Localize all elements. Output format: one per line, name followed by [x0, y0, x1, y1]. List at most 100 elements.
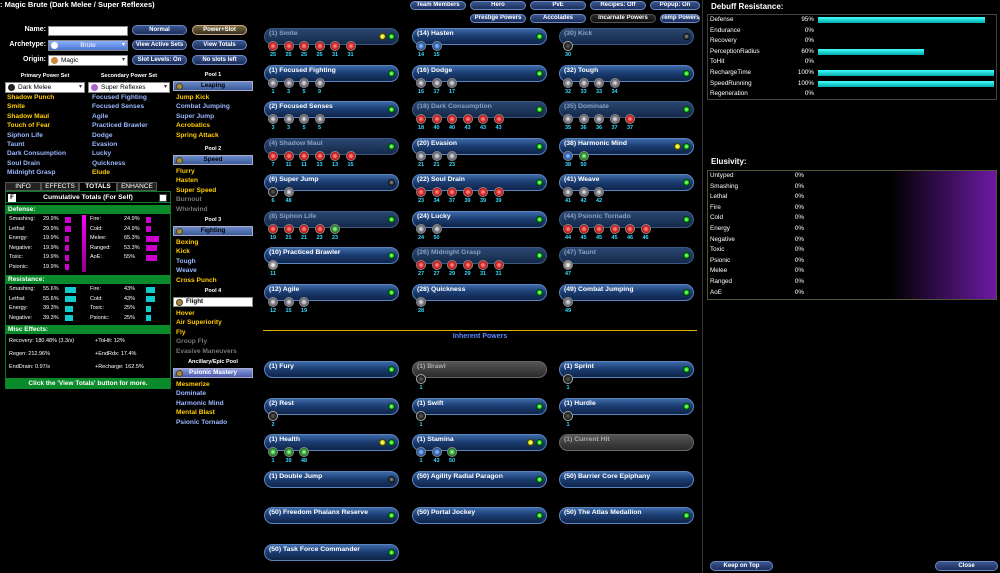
toggle-indicator-icon[interactable] [683, 366, 690, 373]
pool-power-item[interactable]: Air Superiority [176, 319, 222, 327]
pool-power-item[interactable]: Burnout [176, 196, 202, 204]
power-slot[interactable]: (10) Practiced Brawler [264, 247, 399, 264]
enhancement-icon[interactable] [330, 223, 340, 234]
toggle-indicator-icon[interactable] [683, 288, 690, 296]
enhancement-icon[interactable] [578, 187, 589, 197]
enhancement-icon[interactable] [563, 223, 573, 234]
enhancement-icon[interactable] [416, 374, 426, 384]
pool-power-item[interactable]: Hover [176, 310, 195, 317]
toggle-indicator-icon[interactable] [388, 288, 395, 296]
power-list-item[interactable]: Siphon Life [7, 131, 43, 139]
enhancement-icon[interactable] [609, 114, 620, 124]
enhancement-icon[interactable] [283, 114, 294, 124]
pool-power-item[interactable]: Psionic Tornado [176, 418, 228, 426]
enhancement-icon[interactable] [462, 114, 473, 124]
enhancement-icon[interactable] [578, 150, 589, 161]
enhancement-icon[interactable] [299, 114, 309, 124]
enhancement-icon[interactable] [563, 296, 573, 307]
power-slot[interactable]: (1) Stamina [412, 434, 547, 451]
enhancement-icon[interactable] [416, 114, 426, 124]
power-slot[interactable]: (30) Kick [559, 28, 694, 45]
enhancement-icon[interactable] [478, 114, 488, 124]
archetype-select[interactable]: Brute▾ [48, 40, 128, 51]
toggle-indicator-icon[interactable] [683, 179, 690, 186]
keep-on-top-button[interactable]: Keep on Top [710, 561, 773, 571]
enhancement-icon[interactable] [478, 187, 488, 197]
enhancement-icon[interactable] [578, 114, 589, 124]
enhancement-icon[interactable] [299, 150, 309, 161]
toggle-indicator-icon[interactable] [388, 142, 395, 150]
enhancement-icon[interactable] [299, 296, 309, 307]
top-button-0[interactable]: Team Members [410, 1, 466, 10]
power-list-item[interactable]: Touch of Fear [7, 122, 51, 130]
power-slot-button[interactable]: Power+Slot [192, 25, 247, 35]
power-list-item[interactable]: Evasion [92, 140, 118, 148]
power-slot[interactable]: (38) Harmonic Mind [559, 137, 694, 155]
top-button-1[interactable]: Hero [470, 1, 526, 10]
slot-levels-button[interactable]: Slot Levels: On [132, 55, 187, 65]
enhancement-icon[interactable] [283, 187, 294, 197]
enhancement-icon[interactable] [431, 187, 442, 197]
enhancement-icon[interactable] [416, 296, 426, 307]
enhancement-icon[interactable] [283, 447, 294, 457]
pool-select[interactable]: Speed [173, 155, 253, 165]
enhancement-icon[interactable] [493, 260, 504, 270]
enhancement-icon[interactable] [462, 260, 473, 270]
enhancement-icon[interactable] [431, 447, 442, 457]
enhancement-icon[interactable] [268, 41, 278, 51]
pool-power-item[interactable]: Spring Attack [176, 131, 219, 139]
power-slot[interactable]: (1) Hurdle [559, 397, 694, 415]
pool-power-item[interactable]: Dominate [176, 390, 207, 398]
primary-set-select[interactable]: Dark Melee▾ [5, 82, 85, 93]
enhancement-icon[interactable] [268, 447, 278, 457]
normal-button[interactable]: Normal [132, 25, 187, 35]
enhancement-icon[interactable] [431, 150, 442, 161]
pool-power-item[interactable]: Boxing [176, 239, 199, 246]
top-button2-1[interactable]: Accolades [530, 14, 586, 23]
pool-select[interactable]: Fighting [173, 226, 253, 236]
toggle-indicator-icon[interactable] [388, 179, 395, 186]
enhancement-icon[interactable] [416, 41, 426, 51]
enhancement-icon[interactable] [314, 114, 325, 124]
name-input[interactable] [48, 26, 128, 36]
toggle-indicator-icon[interactable] [388, 252, 395, 259]
enhancement-icon[interactable] [299, 223, 309, 234]
power-list-item[interactable]: Dodge [92, 131, 113, 139]
enhancement-icon[interactable] [268, 150, 278, 161]
top-button2-2[interactable]: Incarnate Powers [590, 14, 656, 23]
enhancement-icon[interactable] [594, 114, 604, 124]
toggle-indicator-icon[interactable] [388, 69, 395, 77]
enhancement-icon[interactable] [416, 410, 426, 421]
toggle-indicator-icon[interactable] [536, 33, 543, 40]
pool-power-item[interactable]: Tough [176, 257, 196, 265]
enhancement-icon[interactable] [268, 77, 278, 88]
enhancement-icon[interactable] [609, 77, 620, 88]
enhancement-icon[interactable] [594, 187, 604, 197]
pool-power-item[interactable]: Cross Punch [176, 276, 217, 284]
origin-select[interactable]: Magic▾ [48, 55, 128, 66]
power-slot[interactable]: (41) Weave [559, 174, 694, 191]
enhancement-icon[interactable] [268, 260, 278, 270]
enhancement-icon[interactable] [640, 223, 651, 234]
enhancement-icon[interactable] [314, 41, 325, 51]
top-button-3[interactable]: Recipes: Off [590, 1, 646, 10]
power-slot[interactable]: (32) Tough [559, 64, 694, 82]
power-list-item[interactable]: Soul Drain [7, 159, 40, 167]
toggle-indicator-icon[interactable] [388, 475, 395, 483]
power-slot[interactable]: (24) Lucky [412, 210, 547, 228]
pool-power-item[interactable]: Combat Jumping [176, 103, 230, 111]
enhancement-icon[interactable] [609, 223, 620, 234]
enhancement-icon[interactable] [563, 77, 573, 88]
enhancement-icon[interactable] [563, 374, 573, 384]
pool-power-item[interactable]: Acrobatics [176, 122, 211, 130]
pool-power-item[interactable]: Super Speed [176, 186, 217, 194]
enhancement-icon[interactable] [578, 223, 589, 234]
enhancement-icon[interactable] [299, 447, 309, 457]
pool-power-item[interactable]: Flurry [176, 168, 195, 175]
enhancement-icon[interactable] [299, 41, 309, 51]
enhancement-icon[interactable] [563, 187, 573, 197]
enhancement-icon[interactable] [563, 410, 573, 421]
pool-select[interactable]: Leaping [173, 81, 253, 91]
power-list-item[interactable]: Lucky [92, 150, 112, 158]
power-slot[interactable]: (1) Double Jump [264, 470, 399, 488]
